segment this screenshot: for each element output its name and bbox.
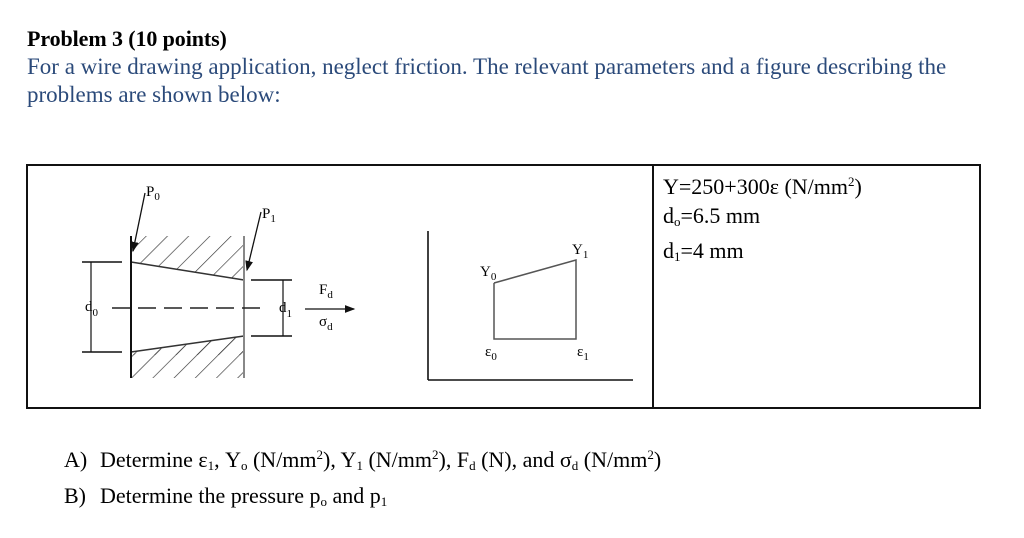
y1-label: Y1 xyxy=(572,242,588,261)
questions: A)Determine ε1, Yo (N/mm2), Y1 (N/mm2), … xyxy=(64,440,661,517)
question-a: A)Determine ε1, Yo (N/mm2), Y1 (N/mm2), … xyxy=(64,447,662,473)
e1-label: ε1 xyxy=(577,344,589,363)
flow-stress-curve: Y0 Y1 ε0 ε1 xyxy=(427,231,633,381)
question-b: B)Determine the pressure po and p1 xyxy=(64,483,388,509)
parameters-panel: Y=250+300ε (N/mm2) do=6.5 mm d1=4 mm xyxy=(663,167,862,271)
d0-label: d0 xyxy=(85,299,99,319)
die-drawing: P0 P1 d0 d1 Fd σd xyxy=(82,184,356,378)
p0-label: P0 xyxy=(146,184,160,203)
fd-label: Fd xyxy=(319,282,333,301)
d1-label: d1 xyxy=(279,300,292,320)
p1-label: P1 xyxy=(262,206,276,225)
e0-label: ε0 xyxy=(485,344,497,363)
problem-intro: For a wire drawing application, neglect … xyxy=(27,54,947,107)
d1-param: d1=4 mm xyxy=(663,238,744,264)
figure-table xyxy=(26,164,981,409)
d0-param: do=6.5 mm xyxy=(663,203,761,229)
sigma-d-label: σd xyxy=(319,314,333,333)
problem-title: Problem 3 (10 points) xyxy=(27,26,227,51)
table-divider xyxy=(652,164,654,409)
yield-equation: Y=250+300ε (N/mm2) xyxy=(663,174,862,199)
wire-drawing-figure: P0 P1 d0 d1 Fd σd Y0 Y1 ε0 ε1 xyxy=(82,184,633,381)
y0-label: Y0 xyxy=(480,264,497,283)
